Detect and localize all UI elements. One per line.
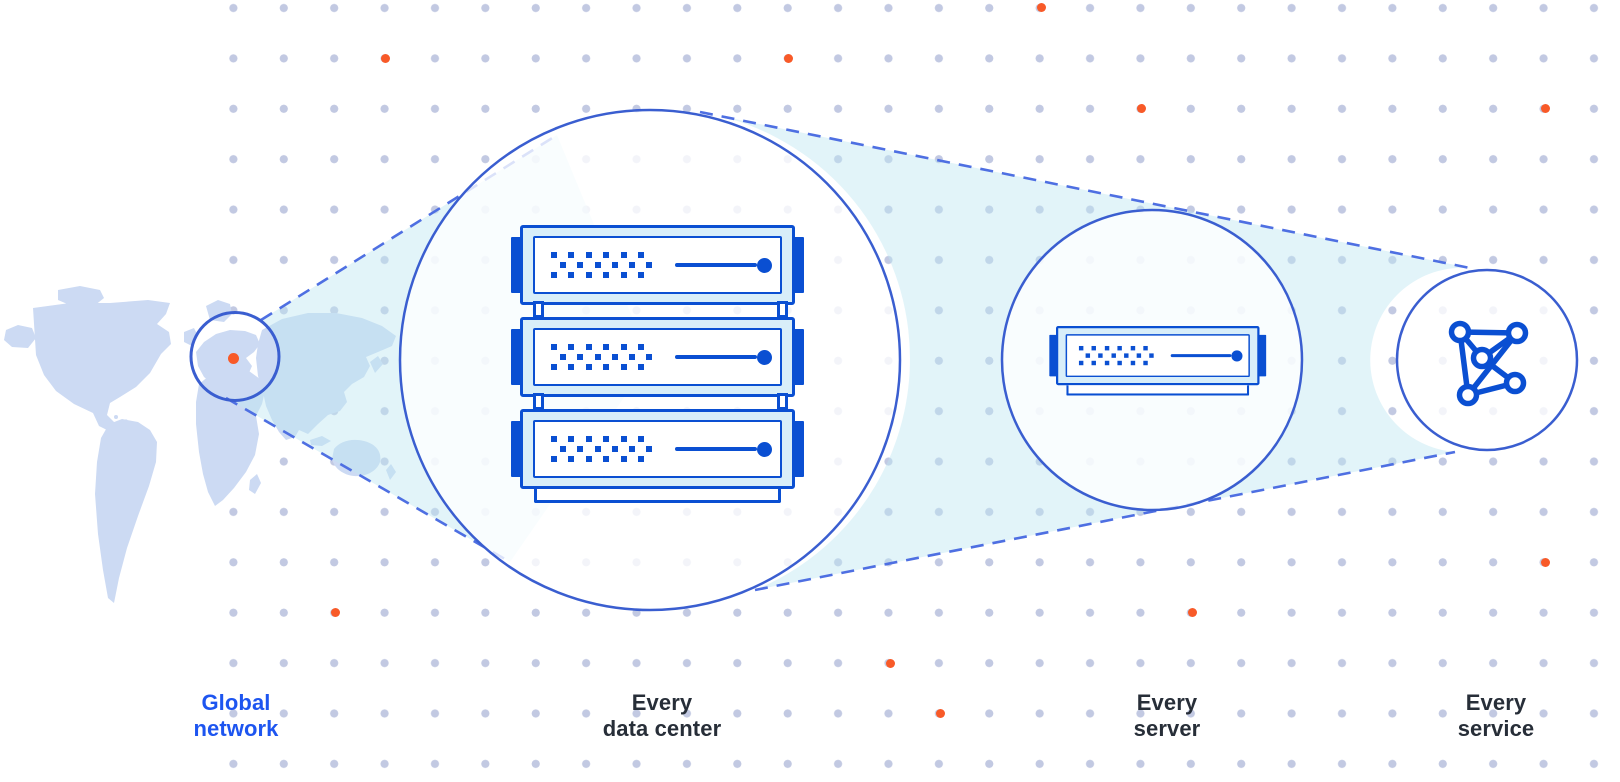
continent-alaska [4,325,36,348]
islands-indonesia [310,436,331,446]
accent-dot [331,608,340,617]
server-panel [533,420,782,478]
label-line: Every [1465,690,1527,715]
accent-dot [784,54,793,63]
server-unit-icon [511,225,804,305]
server-slot-line [675,263,757,267]
rack-connector-tab [777,393,788,410]
server-dot-matrix-icon [551,436,653,462]
server-body [520,409,795,489]
server-led-icon [1231,350,1243,362]
accent-dot [1541,104,1550,113]
server-panel [533,328,782,386]
continent-south-america [95,419,157,603]
label-line: Every [1136,690,1198,715]
server-slot-line [675,355,757,359]
accent-dot [1137,104,1146,113]
dashed-line-map-to-datacenter-bottom [225,396,511,564]
mesh-node-icon [1505,321,1529,345]
server-body [520,225,795,305]
server-led-icon [757,257,772,273]
focus-circle-map [189,311,281,402]
label-line: Global [201,690,271,715]
mesh-network-icon [1448,320,1529,407]
dashed-line-datacenter-to-service-bottom [754,450,1456,592]
map-location-dot [228,353,239,364]
server-dot-matrix-icon [1078,345,1154,365]
server-ear-icon [1049,334,1060,377]
accent-dot [1037,3,1046,12]
mesh-node-icon [1503,371,1527,395]
server-panel [533,236,782,294]
server-ear-icon [1255,334,1267,377]
server-body [1056,326,1260,386]
island-madagascar [249,474,261,494]
continent-north-america [33,300,171,432]
rack-connector-tab [533,393,544,410]
continent-africa [196,368,265,506]
server-led-icon [757,441,772,457]
server-slot-line [675,447,757,451]
server-slot-line [1170,354,1232,358]
server-unit-icon [1049,326,1267,396]
accent-dot [886,659,895,668]
region-scandinavia [206,300,232,322]
label-line: data center [602,715,722,741]
continent-asia [256,313,396,440]
server-led-icon [757,349,772,365]
server-dot-matrix-icon [551,252,653,278]
label-line: Every [631,690,693,715]
server-rack-icon [511,225,804,503]
server-unit-icon [511,317,804,397]
island-new-zealand [386,464,396,480]
server-pedestal [1066,385,1250,396]
accent-dot [1541,558,1550,567]
mesh-node-icon [1448,320,1472,344]
server-unit-icon [511,409,804,503]
label-every-service: Every service [1376,690,1616,741]
label-line: server [1133,715,1201,741]
accent-dot [1188,608,1197,617]
server-body [520,317,795,397]
label-line: service [1457,715,1535,741]
label-global-network: Global network [116,690,356,741]
island-japan [370,356,383,373]
server-dot-matrix-icon [551,344,653,370]
server-panel [1065,334,1250,378]
label-line: network [193,715,279,741]
accent-dot [936,709,945,718]
mesh-node-icon [1470,346,1494,370]
continent-greenland [58,286,104,306]
rack-connector-tab [533,301,544,318]
server-pedestal [534,489,781,503]
label-every-server: Every server [1047,690,1287,741]
mesh-node-icon [1456,383,1480,407]
label-every-data-center: Every data center [542,690,782,741]
rack-connector-tab [777,301,788,318]
accent-dot [381,54,390,63]
